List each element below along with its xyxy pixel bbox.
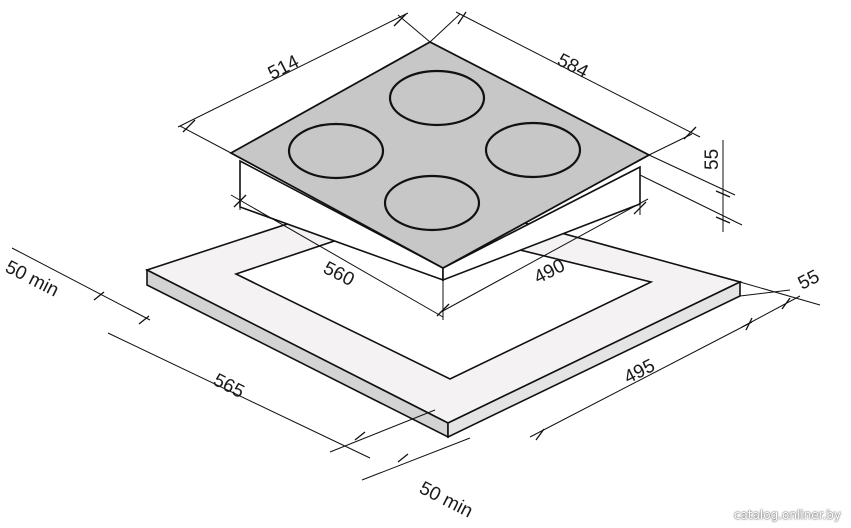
dim-line-565 [107,332,371,459]
burner-front [383,174,481,232]
label-clearance-front: 50 min [416,478,476,523]
dim-line-50min-front-b [361,437,471,481]
label-cabinet-width: 565 [210,370,248,403]
watermark-text: catalog.onliner.by [733,508,841,522]
label-hob-depth: 514 [265,51,303,84]
dim-line-560 [230,194,444,318]
dim-line-50min-front [329,409,436,453]
ext-line-hob-height-b [639,174,743,226]
ext-line-hob-height-a [648,154,736,196]
dim-line-490 [440,198,649,313]
dimension-ticks [93,11,791,463]
burner-rear [388,69,486,127]
ext-line-584-a [429,13,461,43]
ext-line-514-a [179,125,232,154]
label-hob-width: 584 [554,50,592,83]
ext-line-514-b [397,14,431,43]
burner-right [484,121,582,179]
dim-line-50min-left [11,247,151,321]
ext-line-ct-b [739,289,791,297]
label-clearance-left: 50 min [2,257,62,302]
label-countertop-thickness: 55 [795,266,823,294]
dimension-lines [11,11,821,481]
dim-line-584 [455,11,701,138]
dim-line-514 [177,12,409,128]
label-cabinet-depth: 495 [621,355,659,388]
dim-line-495 [529,321,753,438]
label-hob-height: 55 [702,149,723,170]
ext-line-ct-a [739,281,821,306]
burner-left [287,122,385,180]
